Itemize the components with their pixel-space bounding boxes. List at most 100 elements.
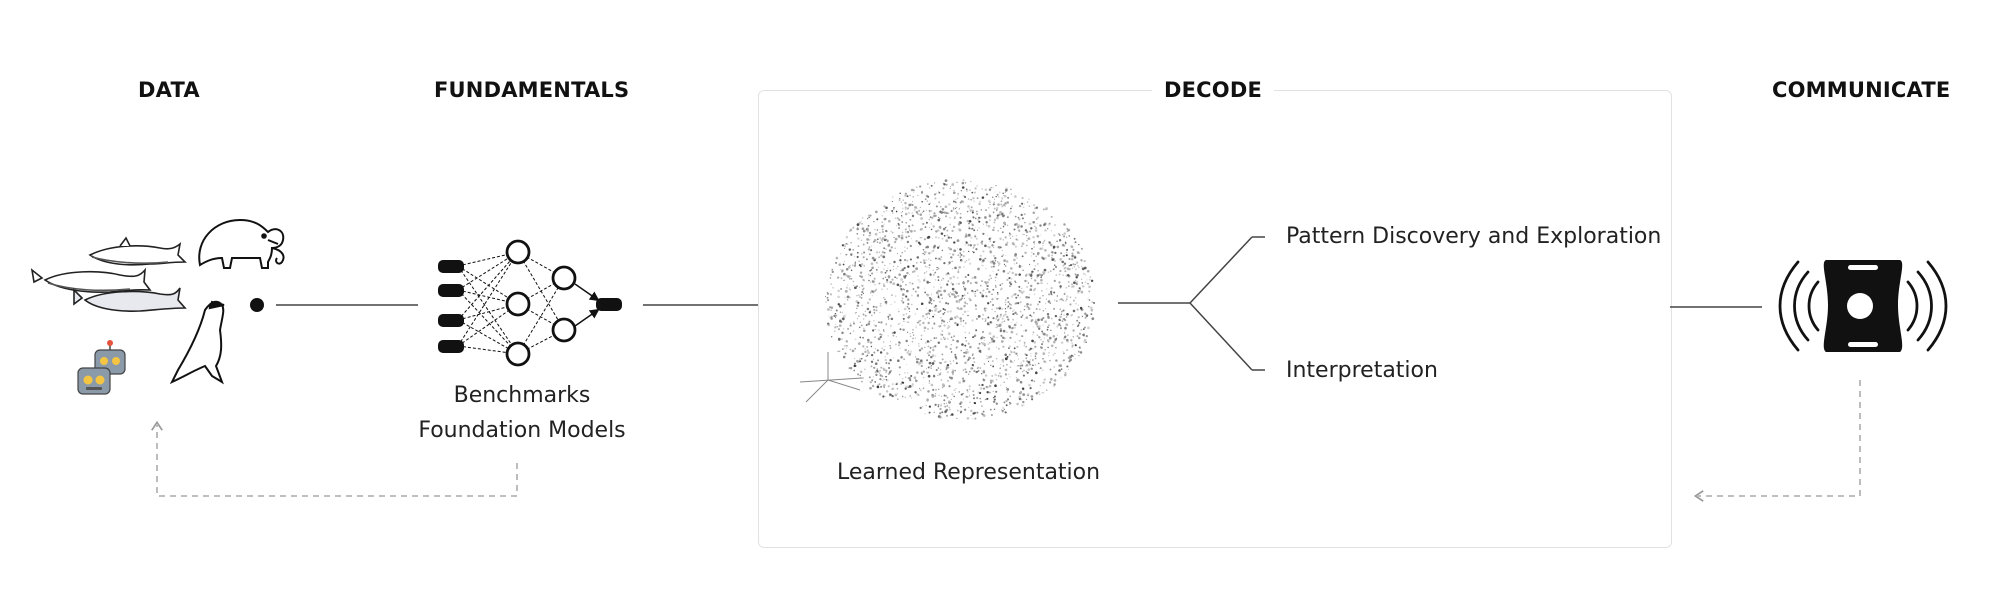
point-cloud-dot <box>908 376 912 380</box>
point-cloud-dot <box>992 390 994 392</box>
point-cloud-dot <box>1072 309 1076 313</box>
point-cloud-dot <box>1089 306 1093 310</box>
point-cloud-dot <box>957 227 960 231</box>
point-cloud-dot <box>998 318 1000 320</box>
point-cloud-dot <box>934 197 937 200</box>
point-cloud-dot <box>905 236 908 239</box>
point-cloud-dot <box>853 364 857 368</box>
point-cloud-dot <box>883 238 886 241</box>
point-cloud-dot <box>946 283 948 285</box>
point-cloud-dot <box>1012 318 1015 321</box>
point-cloud-dot <box>984 188 987 191</box>
point-cloud-dot <box>1015 222 1018 226</box>
point-cloud-dot <box>884 276 887 279</box>
point-cloud-dot <box>830 309 833 312</box>
point-cloud-dot <box>986 358 988 360</box>
point-cloud-dot <box>956 248 959 250</box>
point-cloud-dot <box>959 220 961 223</box>
point-cloud-dot <box>934 403 937 406</box>
point-cloud-dot <box>900 288 903 290</box>
point-cloud-dot <box>903 320 905 323</box>
point-cloud-dot <box>1026 201 1029 203</box>
point-cloud-dot <box>923 377 925 379</box>
point-cloud-dot <box>881 221 883 223</box>
point-cloud-dot <box>979 254 982 257</box>
point-cloud-dot <box>962 314 964 316</box>
point-cloud-dot <box>881 261 884 264</box>
point-cloud-dot <box>904 206 908 210</box>
point-cloud-dot <box>922 210 925 212</box>
point-cloud-dot <box>1017 302 1020 305</box>
point-cloud-dot <box>1021 335 1024 338</box>
point-cloud-dot <box>970 240 972 242</box>
point-cloud-dot <box>878 241 882 245</box>
point-cloud-dot <box>982 370 986 374</box>
point-cloud-dot <box>946 337 949 341</box>
point-cloud-dot <box>896 398 899 401</box>
point-cloud-dot <box>1034 287 1037 290</box>
point-cloud-dot <box>1081 285 1085 288</box>
point-cloud-dot <box>1035 227 1038 229</box>
point-cloud-dot <box>967 292 969 294</box>
point-cloud-dot <box>995 195 997 198</box>
point-cloud-dot <box>967 274 970 276</box>
point-cloud-dot <box>849 366 853 370</box>
point-cloud-dot <box>895 210 898 213</box>
point-cloud-dot <box>847 284 849 286</box>
point-cloud-dot <box>866 307 870 311</box>
point-cloud-dot <box>1045 207 1048 210</box>
point-cloud-dot <box>887 372 890 376</box>
point-cloud-dot <box>1075 282 1078 286</box>
point-cloud-dot <box>1002 215 1005 218</box>
point-cloud-dot <box>964 331 966 334</box>
point-cloud-dot <box>1024 221 1026 224</box>
point-cloud-dot <box>1035 371 1038 375</box>
point-cloud-dot <box>914 356 917 358</box>
point-cloud-dot <box>927 345 930 348</box>
point-cloud-dot <box>995 273 998 276</box>
point-cloud-dot <box>932 249 935 252</box>
point-cloud-dot <box>867 322 871 326</box>
point-cloud-dot <box>982 378 984 380</box>
point-cloud-dot <box>1047 316 1050 319</box>
point-cloud-dot <box>867 351 870 355</box>
point-cloud-dot <box>1030 352 1032 354</box>
point-cloud-dot <box>979 291 982 294</box>
point-cloud-dot <box>995 402 999 405</box>
point-cloud-dot <box>1065 338 1069 342</box>
point-cloud-dot <box>1004 188 1008 192</box>
point-cloud-dot <box>1010 281 1012 283</box>
point-cloud-dot <box>930 250 934 253</box>
point-cloud-dot <box>1065 323 1069 327</box>
point-cloud-dot <box>994 310 996 313</box>
point-cloud-dot <box>932 348 935 352</box>
point-cloud-dot <box>1045 333 1049 337</box>
point-cloud-dot <box>1078 252 1081 254</box>
point-cloud-dot <box>924 265 927 268</box>
point-cloud-dot <box>891 294 893 297</box>
point-cloud-dot <box>1056 334 1058 336</box>
point-cloud-dot <box>1006 260 1009 263</box>
point-cloud-dot <box>999 210 1002 214</box>
point-cloud-dot <box>981 243 984 245</box>
point-cloud-dot <box>1001 410 1004 413</box>
point-cloud-dot <box>983 339 985 341</box>
point-cloud-dot <box>1061 260 1064 264</box>
point-cloud-dot <box>937 403 940 406</box>
point-cloud-dot <box>909 281 911 284</box>
point-cloud-dot <box>945 301 948 305</box>
point-cloud-dot <box>1003 408 1005 410</box>
point-cloud-dot <box>994 296 996 299</box>
point-cloud-dot <box>1000 330 1002 332</box>
point-cloud-dot <box>920 303 923 305</box>
point-cloud-dot <box>985 193 989 196</box>
point-cloud-dot <box>878 321 880 324</box>
point-cloud-dot <box>838 324 842 327</box>
point-cloud-dot <box>973 276 977 279</box>
point-cloud-dot <box>1024 279 1027 283</box>
point-cloud-dot <box>992 226 995 229</box>
point-cloud-dot <box>884 356 886 358</box>
point-cloud-dot <box>1006 378 1008 380</box>
point-cloud-dot <box>1019 364 1022 367</box>
point-cloud-dot <box>1075 261 1079 265</box>
